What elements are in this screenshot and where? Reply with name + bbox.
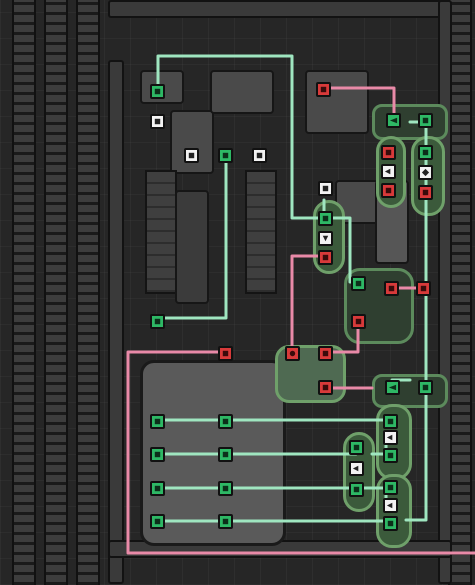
wire-green xyxy=(158,154,228,320)
pump-machine[interactable] xyxy=(170,110,214,174)
sensor-port-icon[interactable] xyxy=(252,148,267,163)
sensor-port-icon[interactable] xyxy=(418,145,433,160)
sensor-port-icon[interactable] xyxy=(351,314,366,329)
and-gate-icon[interactable] xyxy=(386,113,401,128)
sensor-port-icon[interactable] xyxy=(218,414,233,429)
sensor-port-icon[interactable] xyxy=(150,114,165,129)
sensor-port-icon[interactable] xyxy=(318,380,333,395)
wire-green xyxy=(408,120,428,382)
conveyor-column xyxy=(245,170,277,294)
sensor-port-icon[interactable] xyxy=(384,281,399,296)
not-gate-icon[interactable] xyxy=(381,164,396,179)
sensor-port-icon[interactable] xyxy=(383,516,398,531)
sensor-port-icon[interactable] xyxy=(318,250,333,265)
sensor-port-icon[interactable] xyxy=(318,181,333,196)
not-gate-icon[interactable] xyxy=(383,430,398,445)
sensor-port-icon[interactable] xyxy=(218,346,233,361)
sensor-port-icon[interactable] xyxy=(418,185,433,200)
sensor-port-icon[interactable] xyxy=(218,148,233,163)
sensor-port-icon[interactable] xyxy=(383,480,398,495)
wire-red xyxy=(290,254,326,356)
buffer-gate-icon[interactable] xyxy=(318,231,333,246)
sensor-port-icon[interactable] xyxy=(316,82,331,97)
sensor-port-icon[interactable] xyxy=(218,514,233,529)
wire-red xyxy=(322,86,396,120)
sensor-port-icon[interactable] xyxy=(383,414,398,429)
generator-machine[interactable] xyxy=(210,70,274,114)
sensor-port-icon[interactable] xyxy=(381,183,396,198)
not-gate-icon[interactable] xyxy=(381,145,396,160)
wire-red xyxy=(324,320,360,354)
xor-gate-icon[interactable] xyxy=(418,165,433,180)
sensor-port-icon[interactable] xyxy=(150,414,165,429)
not-gate-icon[interactable] xyxy=(349,461,364,476)
sensor-port-icon[interactable] xyxy=(351,276,366,291)
sensor-port-icon[interactable] xyxy=(318,211,333,226)
sensor-port-icon[interactable] xyxy=(150,514,165,529)
wire-red xyxy=(126,350,475,555)
ladder-column xyxy=(44,0,68,585)
sensor-port-icon[interactable] xyxy=(150,314,165,329)
sensor-port-icon[interactable] xyxy=(150,447,165,462)
wire-green xyxy=(156,54,326,220)
and-gate-icon[interactable] xyxy=(385,380,400,395)
sensor-port-icon[interactable] xyxy=(218,481,233,496)
sensor-port-icon[interactable] xyxy=(285,346,300,361)
sensor-port-icon[interactable] xyxy=(150,481,165,496)
sensor-port-icon[interactable] xyxy=(416,281,431,296)
ladder-column xyxy=(76,0,100,585)
ladder-column xyxy=(448,0,472,585)
wire-green xyxy=(404,378,428,522)
not-gate-icon[interactable] xyxy=(383,498,398,513)
buffer-gate-icon[interactable] xyxy=(418,113,433,128)
airlock-machine[interactable] xyxy=(175,190,209,304)
left-wall xyxy=(108,60,124,584)
ladder-column xyxy=(12,0,36,585)
sensor-port-icon[interactable] xyxy=(383,448,398,463)
sensor-port-icon[interactable] xyxy=(318,346,333,361)
sensor-port-icon[interactable] xyxy=(184,148,199,163)
sensor-port-icon[interactable] xyxy=(218,447,233,462)
conveyor-column xyxy=(145,170,177,294)
buffer-gate-icon[interactable] xyxy=(418,380,433,395)
sensor-port-icon[interactable] xyxy=(150,84,165,99)
sensor-port-icon[interactable] xyxy=(349,482,364,497)
sensor-port-icon[interactable] xyxy=(349,440,364,455)
storage-machine[interactable] xyxy=(305,70,369,134)
